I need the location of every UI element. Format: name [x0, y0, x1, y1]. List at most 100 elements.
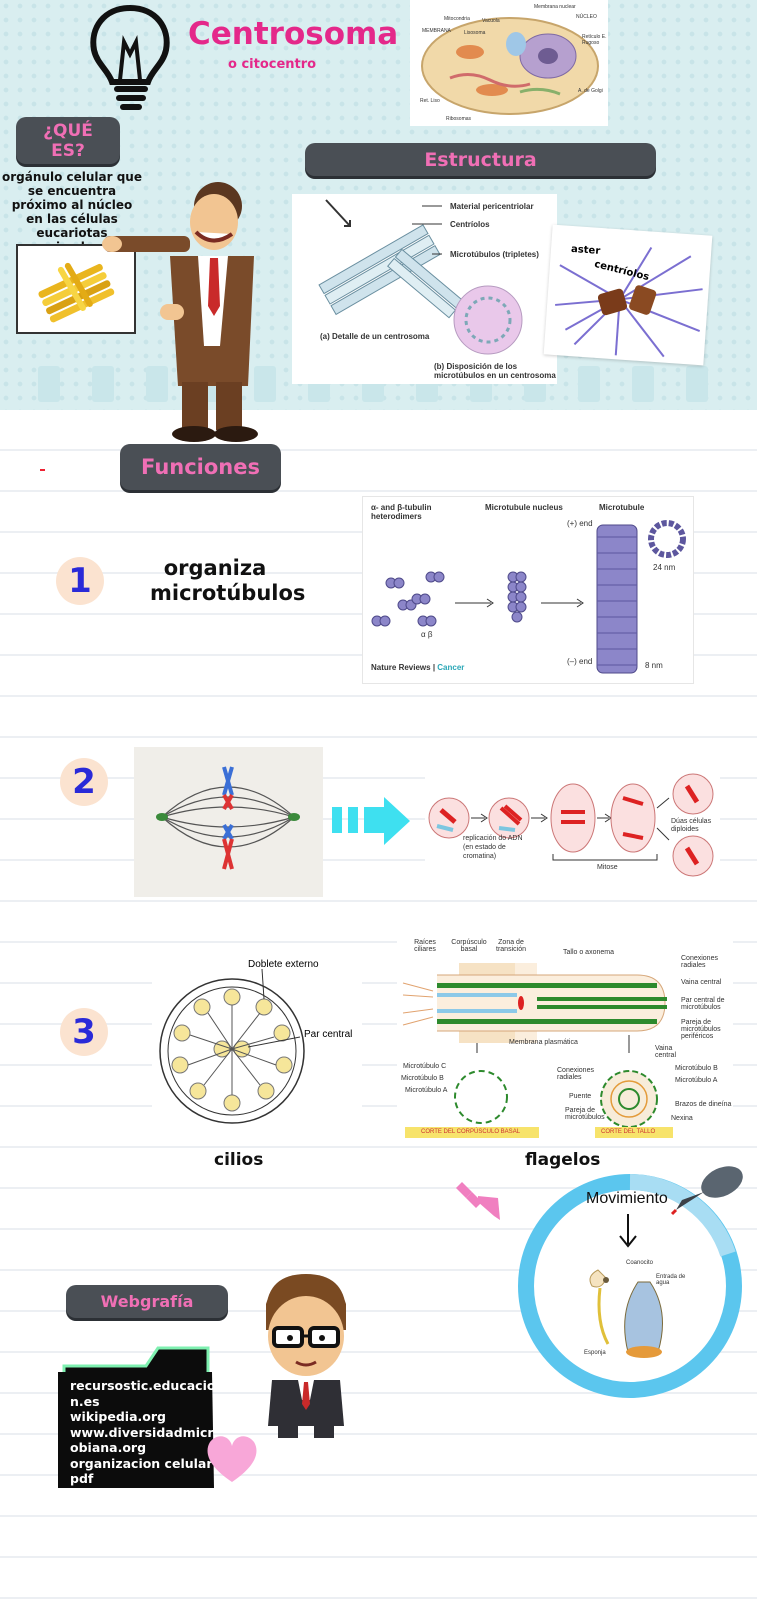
cell-label: Membrana nuclear — [534, 4, 576, 10]
businessman-illustration — [102, 182, 258, 442]
fl-conexiones: Conexiones radiales — [681, 955, 718, 969]
function-1-text: organiza microtúbulos — [150, 556, 306, 605]
pen-icon — [670, 1166, 743, 1216]
fl-vaina: Vaina central — [681, 979, 722, 986]
decorative-dash — [40, 469, 45, 471]
mt-heading-mid: Microtubule nucleus — [485, 503, 563, 512]
que-es-line2: ES? — [51, 140, 85, 161]
movimiento-label: Movimiento — [586, 1190, 668, 1207]
function-number-2: 2 — [60, 758, 108, 806]
cilios-caption: cilios — [214, 1150, 264, 1170]
fl-par-central: Par central de microtúbulos — [681, 997, 725, 1011]
mt-8nm: 8 nm — [645, 661, 663, 670]
label-centriolos: Centríolos — [450, 220, 490, 229]
heart-icon — [207, 1436, 257, 1482]
cell-label: NÚCLEO — [576, 14, 597, 20]
sponge-entrada: Entrada de agua — [656, 1274, 686, 1286]
estructura-label: Estructura — [305, 143, 656, 176]
animal-cell-image: Mitocondria Vacuola Membrana nuclear NÚC… — [410, 0, 608, 126]
mt-heading-right: Microtubule — [599, 503, 645, 512]
flagelos-caption: flagelos — [525, 1150, 601, 1170]
funciones-label: Funciones — [120, 444, 281, 490]
webgrafia-line: www.diversidadmicr — [70, 1424, 214, 1440]
webgrafia-line: recursostic.educacio — [70, 1378, 216, 1393]
sponge-coanocito: Coanocito — [626, 1260, 654, 1266]
fl-tallo: Tallo o axonema — [563, 949, 614, 956]
cell-label: Mitocondria — [444, 16, 470, 22]
arrow-down-right-icon — [456, 1182, 500, 1220]
mitosis-duas: Dúas células diploides — [671, 818, 712, 833]
mt-credit-a: Nature Reviews — [371, 663, 431, 672]
fl-ma2: Microtúbulo A — [675, 1077, 718, 1084]
webgrafia-list: recursostic.educacio n.es wikipedia.org … — [70, 1378, 220, 1487]
fl-ma: Microtúbulo A — [405, 1087, 448, 1094]
centrosome-structure-diagram: Material pericentriolar Centríolos Micro… — [292, 194, 557, 384]
caption-b: (b) Disposición de los microtúbulos en u… — [434, 362, 556, 380]
fl-mb2: Microtúbulo B — [675, 1065, 718, 1072]
aster-diagram: aster centríolos — [543, 224, 713, 366]
fl-vaina2: Vaina central — [655, 1045, 677, 1059]
page-subtitle: o citocentro — [228, 57, 317, 72]
function-number-1: 1 — [56, 557, 104, 605]
cilia-doblete: Doblete externo — [248, 959, 319, 970]
fl-zona: Zona de transición — [496, 939, 526, 953]
fl-corte-tallo: CORTE DEL TALLO — [601, 1129, 656, 1135]
sponge-illustration: Coanocito Entrada de agua Esponja — [578, 1252, 688, 1362]
definition-text: orgánulo celular que se encuentra próxim… — [2, 170, 142, 254]
cell-label: MEMBRANA — [422, 28, 451, 34]
cell-label: Ribosomas — [446, 116, 472, 122]
caption-a: (a) Detalle de un centrosoma — [320, 332, 430, 341]
arrow-down-icon — [619, 1214, 637, 1248]
fl-puente: Puente — [569, 1093, 592, 1100]
fl-mb: Microtúbulo B — [401, 1075, 444, 1082]
cilia-cross-section: Doblete externo Par central — [152, 955, 362, 1133]
fl-brazos: Brazos de dineína — [675, 1101, 732, 1108]
fl-mc: Microtúbulo C — [403, 1063, 447, 1070]
mitosis-mitose: Mitose — [597, 864, 618, 871]
spindle-image — [134, 747, 323, 897]
cell-label: Lisosoma — [464, 30, 486, 36]
label-material: Material pericentriolar — [450, 202, 534, 211]
cell-label: A. de Golgi — [578, 88, 603, 94]
webgrafia-line: pdf — [70, 1471, 94, 1486]
centriole-gold-image — [16, 244, 136, 334]
mt-alpha-beta: α β — [421, 630, 433, 639]
glasses-man-illustration — [266, 1274, 346, 1438]
arrow-right-icon — [332, 797, 410, 845]
webgrafia-label: Webgrafía — [66, 1285, 228, 1318]
webgrafia-line: obiana.org — [70, 1440, 147, 1455]
fl-pareja2: Pareja de microtúbulos — [565, 1107, 605, 1121]
fl-raices: Raíces ciliares — [414, 939, 436, 953]
cell-label: Ret. Liso — [420, 98, 440, 104]
sponge-esponja: Esponja — [584, 1350, 606, 1356]
fl-nexina: Nexina — [671, 1115, 693, 1122]
fl-membrana: Membrana plasmática — [509, 1039, 578, 1046]
cilia-par: Par central — [304, 1029, 353, 1040]
webgrafia-line: organizacion celular — [70, 1455, 213, 1471]
function-number-3: 3 — [60, 1008, 108, 1056]
folder-icon — [58, 1346, 214, 1488]
mitosis-replicacion: replicación do ADN (en estado de cromati… — [463, 835, 523, 860]
mt-heading-left: α- and β-tubulin heterodimers — [371, 503, 432, 521]
webgrafia-line: wikipedia.org — [70, 1409, 166, 1424]
fl-corpusculo: Corpúsculo basal — [451, 939, 487, 953]
mt-credit-b: Cancer — [437, 663, 465, 672]
mt-minus-end: (–) end — [567, 657, 593, 666]
mt-24nm: 24 nm — [653, 563, 676, 572]
label-microtubulos: Microtúbulos (tripletes) — [450, 250, 539, 259]
aster-label: aster — [570, 243, 601, 257]
page-title: Centrosoma — [188, 16, 399, 52]
mitosis-figure: replicación do ADN (en estado de cromati… — [425, 768, 720, 880]
microtubule-figure: α- and β-tubulin heterodimers Microtubul… — [362, 496, 694, 684]
fl-corte-basal: CORTE DEL CORPÚSCULO BASAL — [421, 1129, 521, 1135]
mt-credit: Nature Reviews | Cancer — [371, 663, 465, 672]
mt-plus-end: (+) end — [567, 519, 593, 528]
que-es-line1: ¿QUÉ — [43, 120, 93, 141]
lightbulb-icon — [90, 4, 170, 110]
movimiento-ring — [518, 1174, 742, 1398]
cell-label: Retículo E. Rugoso — [582, 34, 607, 46]
que-es-label: ¿QUÉ ES? — [16, 117, 120, 164]
fl-conexiones2: Conexiones radiales — [557, 1067, 594, 1081]
fl-pareja: Pareja de microtúbulos periféricos — [681, 1019, 721, 1040]
flagellum-diagram: Raíces ciliares Corpúsculo basal Zona de… — [397, 935, 733, 1145]
